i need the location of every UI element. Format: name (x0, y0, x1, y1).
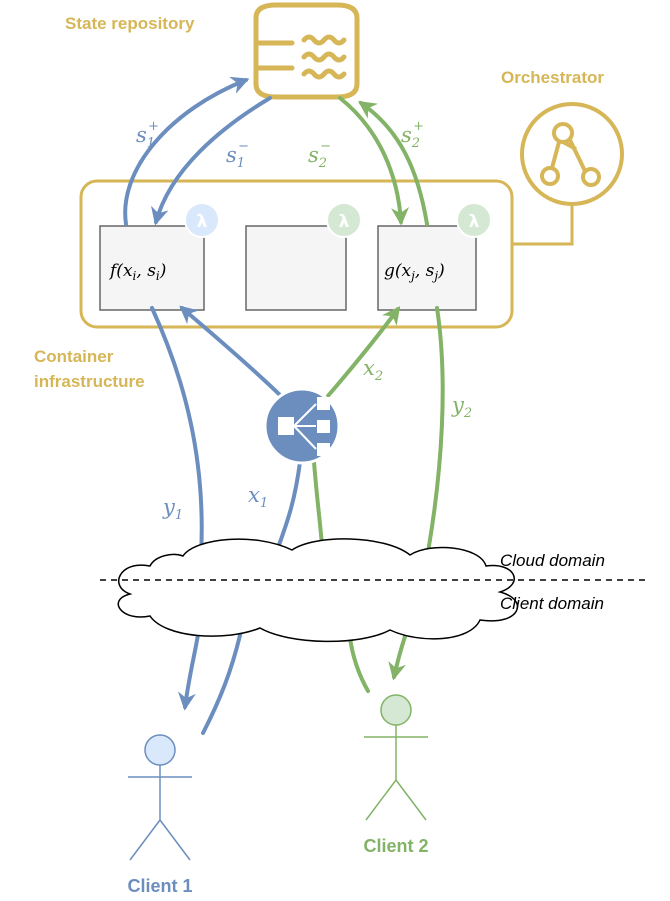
arrow-x1-to-f (179, 305, 283, 398)
client2-label: Client 2 (363, 836, 428, 856)
client2-actor-icon (364, 694, 428, 821)
lambda-icon-g: λ (456, 202, 492, 238)
cloud-domain-label: Cloud domain (500, 551, 605, 570)
function-box-f (99, 225, 205, 311)
function-box-empty (245, 225, 347, 311)
arrow-y1-to-client (178, 626, 201, 711)
label-s1-minus: s1− (226, 139, 249, 171)
line-y1-from-f (150, 306, 204, 558)
line-y2-from-g (426, 306, 445, 554)
client-domain-label: Client domain (500, 594, 604, 613)
label-y2: y2 (451, 393, 472, 421)
state-repository-label: State repository (65, 14, 195, 33)
label-x2: x2 (363, 356, 383, 384)
container-infrastructure (79, 179, 514, 329)
svg-text:λ: λ (469, 212, 480, 232)
orchestrator-link (512, 204, 574, 246)
svg-text:λ: λ (339, 212, 350, 232)
orchestrator-label: Orchestrator (501, 68, 604, 87)
lambda-icon-empty: λ (326, 202, 362, 238)
arrow-x2-to-g (325, 306, 401, 399)
client1-actor-icon (128, 734, 192, 861)
container-infra-label-line1: Container (34, 347, 114, 366)
label-s1-plus: s1+ (136, 119, 159, 151)
line-x1-from-client (201, 629, 243, 735)
client1-label: Client 1 (127, 876, 192, 896)
function-f-label: f(xi, si) (108, 261, 166, 283)
arrow-s2-minus (338, 96, 410, 226)
arrow-s1-plus (123, 76, 250, 226)
container-infra-label-line2: infrastructure (34, 372, 145, 391)
lambda-icon-f: λ (184, 202, 220, 238)
database-icon (253, 2, 360, 100)
function-g-label: g(xj, sj) (384, 261, 445, 283)
svg-text:λ: λ (197, 212, 208, 232)
arrow-s2-plus (358, 100, 429, 226)
orchestrator-icon (520, 102, 624, 206)
load-balancer-icon (263, 387, 341, 465)
label-s2-minus: s2− (308, 139, 331, 171)
line-x1-client (277, 460, 302, 547)
arrow-s1-minus (151, 96, 272, 226)
label-y1: y1 (162, 495, 183, 523)
line-x2-client (312, 460, 324, 548)
label-x1: x1 (248, 483, 268, 511)
label-s2-plus: s2+ (401, 119, 424, 151)
cloud-shape (117, 538, 519, 643)
